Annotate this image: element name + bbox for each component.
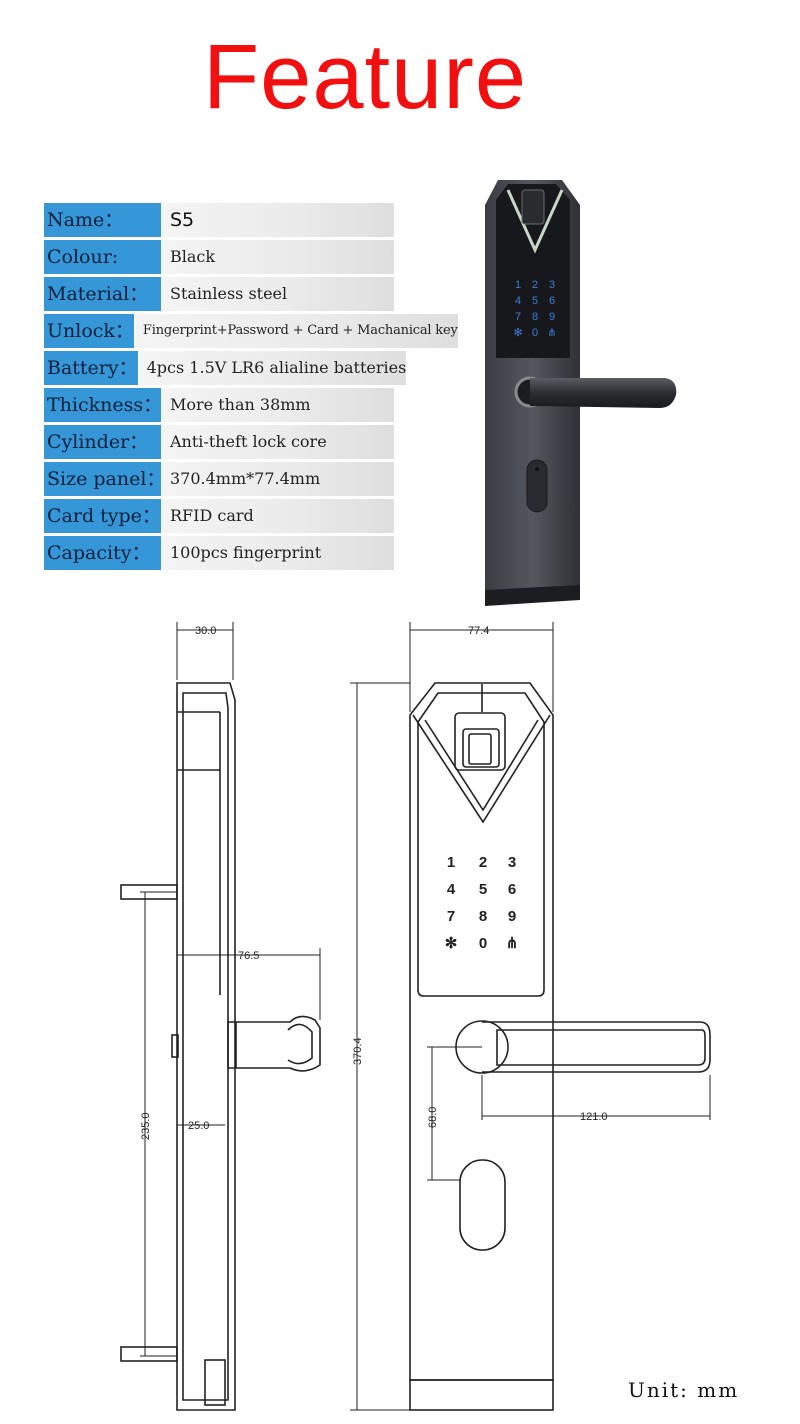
spec-label: Unlock： [44,314,134,348]
drawing-key: 5 [479,881,487,898]
spec-row: Battery：4pcs 1.5V LR6 alialine batteries [44,351,407,385]
page-title: Feature [202,26,528,128]
spec-value: Black [162,240,394,274]
drawing-key: 4 [447,881,456,898]
spec-label: Colour: [44,240,161,274]
spec-value: Fingerprint+Password + Card + Machanical… [134,314,458,348]
drawing-key: ⋔ [506,935,519,952]
dim-bolt-spacing: 235.0 [140,1112,152,1140]
drawing-key: 1 [447,854,455,871]
dim-handle-depth: 76.5 [238,950,259,962]
photo-key: 6 [549,295,555,307]
spec-row: Capacity：100pcs fingerprint [44,536,394,570]
spec-value: Stainless steel [162,277,394,311]
photo-keyhole-cover [526,459,548,513]
spec-value: S5 [162,203,394,237]
spec-label: Size panel： [44,462,165,496]
unit-label: Unit: mm [628,1378,740,1402]
drawing-key: 0 [479,935,487,952]
photo-key: 8 [532,311,538,323]
dim-side-width: 30.0 [195,625,216,637]
spec-value: 370.4mm*77.4mm [162,462,394,496]
drawing-key: 3 [508,854,516,871]
spec-row: Card type：RFID card [44,499,394,533]
drawing-key: 6 [508,881,516,898]
spec-value: 4pcs 1.5V LR6 alialine batteries [138,351,407,385]
drawing-key: 7 [447,908,455,925]
dim-panel-height: 370.4 [352,1037,364,1065]
photo-key: 7 [515,311,521,323]
spec-row: Name：S5 [44,203,394,237]
drawing-key: ✻ [445,935,458,952]
spec-label: Thickness： [44,388,162,422]
fingerprint-sensor-icon [521,189,545,225]
lock-product-photo: 1 2 3 4 5 6 7 8 9 ✻ 0 ⋔ [485,180,677,606]
spec-label: Material： [44,277,161,311]
spec-label: Cylinder： [44,425,161,459]
dim-latch-offset: 25.0 [188,1120,209,1132]
spec-row: Cylinder：Anti-theft lock core [44,425,394,459]
drawing-key: 9 [508,908,516,925]
photo-key: 4 [515,295,521,307]
spec-label: Capacity： [44,536,161,570]
spec-table: Name：S5 Colour:Black Material：Stainless … [44,203,458,573]
spec-value: RFID card [162,499,394,533]
photo-handle [530,378,677,408]
spec-row: Colour:Black [44,240,394,274]
dim-handle-length: 121.0 [580,1111,608,1123]
spec-row: Material：Stainless steel [44,277,394,311]
photo-key: 3 [549,279,555,291]
v-light-icon [506,189,564,254]
photo-key: 1 [515,279,521,291]
drawing-key: 2 [479,854,487,871]
spec-label: Name： [44,203,161,237]
photo-key: 2 [532,279,538,291]
photo-key: 0 [532,327,538,339]
photo-key: ⋔ [547,327,556,339]
photo-key: 5 [532,295,538,307]
photo-key: ✻ [513,327,522,339]
spec-label: Card type： [44,499,161,533]
spec-row: Size panel：370.4mm*77.4mm [44,462,394,496]
spec-label: Battery： [44,351,138,385]
spec-value: More than 38mm [162,388,394,422]
spec-value: 100pcs fingerprint [162,536,394,570]
spec-value: Anti-theft lock core [162,425,394,459]
photo-key: 9 [549,311,555,323]
dim-front-width: 77.4 [468,625,489,637]
dim-handle-to-cylinder: 68.0 [427,1107,439,1128]
spec-row: Thickness：More than 38mm [44,388,394,422]
spec-row: Unlock：Fingerprint+Password + Card + Mac… [44,314,458,348]
technical-drawing: 1 2 3 4 5 6 7 8 9 ✻ 0 ⋔ 30.0 77.4 76.5 2… [120,622,711,1411]
drawing-key: 8 [479,908,487,925]
